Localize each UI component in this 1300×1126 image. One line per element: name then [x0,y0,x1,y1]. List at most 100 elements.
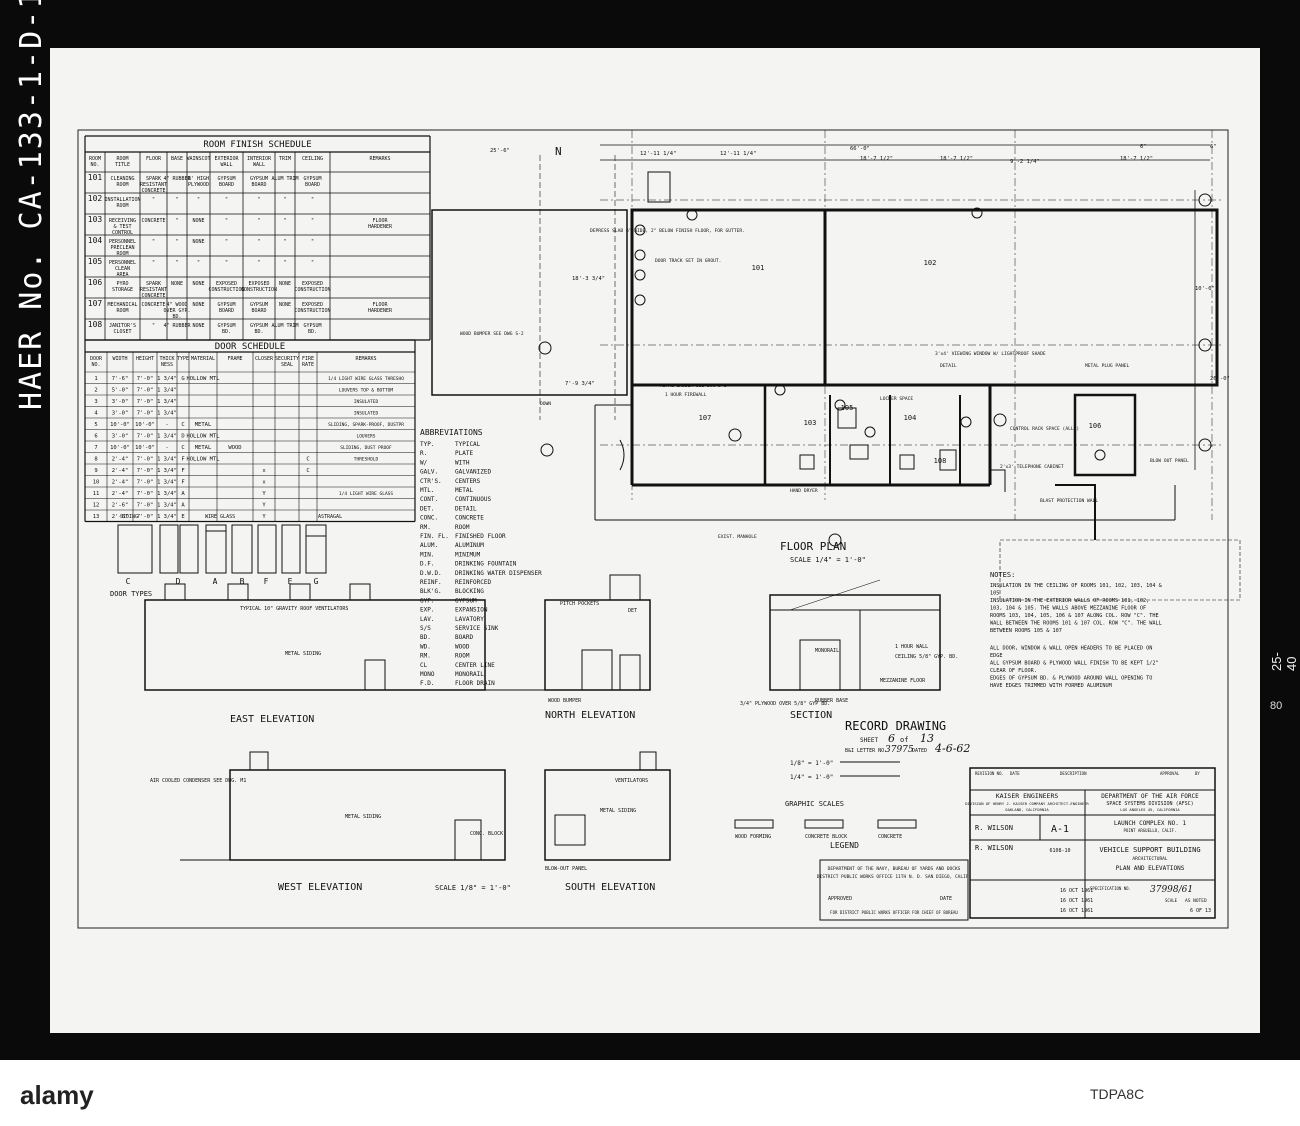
abbr-term: BLK'G. [420,588,442,595]
door-schedule-cell: 7'-0" [137,480,154,486]
door-schedule-cell: HOLLOW MTL [186,376,220,382]
door-schedule-cell: 10 [93,480,100,486]
note-line: ALL DOOR, WINDOW & WALL OPEN HEADERS TO … [990,646,1152,652]
door-schedule-cell: C [181,422,184,428]
door-schedule-cell: C [306,457,309,463]
elevation-label: CEILING 5/8" GYP. BD. [895,654,958,660]
dimension: 26'-0" [1210,376,1230,382]
door-schedule-cell: - [165,422,168,428]
note-line: 103, 104 & 105. THE WALLS ABOVE MEZZANIN… [990,606,1146,612]
sheet-title: PLAN AND ELEVATIONS [1116,865,1185,872]
door-schedule-cell: SLIDING, DUST PROOF [340,445,392,451]
door-schedule-cell: 1 3/4" [157,514,177,520]
navy-approval-block [819,859,969,921]
room-finish-cell: " [311,239,314,245]
door-schedule-cell: 2'-6" [112,503,129,509]
legend-item: WOOD FORMING [735,834,771,840]
abbr-term: FIN. FL. [420,533,449,540]
elevation-label: RUBBER BASE [815,698,848,704]
room-finish-cell: " [311,197,314,203]
notes-title: NOTES: [990,571,1015,579]
room-finish-header: NO. [90,162,99,168]
door-schedule-cell: 2'-4" [112,491,129,497]
room-finish-cell: " [225,239,228,245]
building-name: VEHICLE SUPPORT BUILDING [1099,846,1200,854]
door-schedule-cell: 1 3/4" [157,388,177,394]
door-schedule-cell: F [181,480,184,486]
room-finish-cell: BOARD [251,182,266,188]
abbreviations-list: ABBREVIATIONSTYP.TYPICALR.PLATEW/WITHGAL… [420,428,542,687]
door-schedule-cell: 7'-0" [137,434,154,440]
plan-note: BLAST PROTECTION WALL [1040,498,1098,504]
door-schedule-header: TYPE [177,356,189,362]
door-schedule-header: RATE [302,362,314,368]
door-schedule-cell: 10'-0" [135,445,155,451]
navy-line3: FOR DISTRICT PUBLIC WORKS OFFICER FOR CH… [830,910,958,915]
room-finish-cell: " [197,197,200,203]
scale-value: AS NOTED [1185,898,1207,904]
door-schedule-cell: 3'-0" [112,434,129,440]
drawn-by: R. WILSON [975,824,1013,832]
door-schedule-cell: 5 [94,422,97,428]
plan-note: 3'x4' VIEWING WINDOW W/ LIGHTPROOF SHADE [935,351,1046,357]
abbr-term: CONT. [420,496,438,503]
abbr-meaning: ROOM [455,653,470,660]
elevation-label: METAL SIDING [285,651,321,657]
door-schedule-cell: INSULATED [354,411,379,417]
room-finish-cell: " [283,239,286,245]
door-type-letter: B [240,577,245,586]
abbr-term: ALUM. [420,542,438,549]
abbr-term: R. [420,450,427,457]
abbr-term: BD. [420,634,431,641]
door-schedule-cell: 2'-6" [112,514,129,520]
plan-note: METAL PLUG PANEL [1085,363,1129,369]
abbr-meaning: REINFORCED [455,579,492,586]
room-finish-cell: BD. [254,329,263,335]
room-finish-cell: " [225,197,228,203]
room-finish-cell: MECHANICAL [107,302,137,308]
exterior-stair [647,171,671,203]
room-finish-cell: " [311,218,314,224]
firm-sub: DIVISION OF HENRY J. KAISER COMPANY ARCH… [965,801,1089,806]
plan-area-west [431,209,628,396]
dimension: 18'-7 1/2" [1120,156,1153,162]
door-type-note: ASTRAGAL [318,514,342,520]
room-finish-cell: GYPSUM [217,176,235,182]
door-schedule-title: DOOR SCHEDULE [215,342,285,352]
plan-note: DEPRESS SLAB 6" WIDE, 2" BELOW FINISH FL… [590,228,745,234]
door-schedule-cell: 1 3/4" [157,491,177,497]
floor-plan [431,130,1241,601]
record-sheet-prefix: SHEET [860,737,878,744]
room-finish-cell: " [311,260,314,266]
door-schedule-cell: 3'-0" [112,399,129,405]
room-finish-cell: INSTALLATION [104,197,140,203]
door-schedule-cell: 5'-0" [112,388,129,394]
room-finish-cell: EXPOSED [302,281,323,287]
spec-number: 37998/61 [1150,885,1193,895]
plan-note: HAND DRYER [790,488,818,494]
door-schedule-header: FRAME [227,356,242,362]
dimension: 6" [1210,144,1217,150]
elevation-label: VENTILATORS [615,778,648,784]
room-finish-cell: PERSONNEL [109,239,136,245]
plan-note: CONTROL RACK SPACE (ALLC) [1010,426,1079,432]
south-elevation-title: SOUTH ELEVATION [565,882,655,893]
room-finish-cell: CONCRETE [141,218,165,224]
room-finish-cell: EXPOSED [302,302,323,308]
room-finish-cell: BOARD [219,308,234,314]
door-schedule-cell: 7'-0" [137,388,154,394]
room-finish-cell: 107 [88,299,103,308]
revision-header: DESCRIPTION [1060,771,1087,776]
door-schedule-cell: LOUVERS TOP & BOTTOM [339,388,393,394]
note-line: 105 [990,591,999,597]
room-finish-header: FLOOR [146,156,162,162]
note-line: EDGES OF GYPSUM BD. & PLYWOOD AROUND WAL… [990,676,1152,682]
room-finish-cell: PLYWOOD [188,182,209,188]
door-type-note: WIRE GLASS [205,514,235,520]
project-loc: POINT ARGUELLO, CALIF. [1124,828,1177,833]
room-finish-cell: ROOM [116,203,128,209]
abbr-term: D.F. [420,561,434,568]
